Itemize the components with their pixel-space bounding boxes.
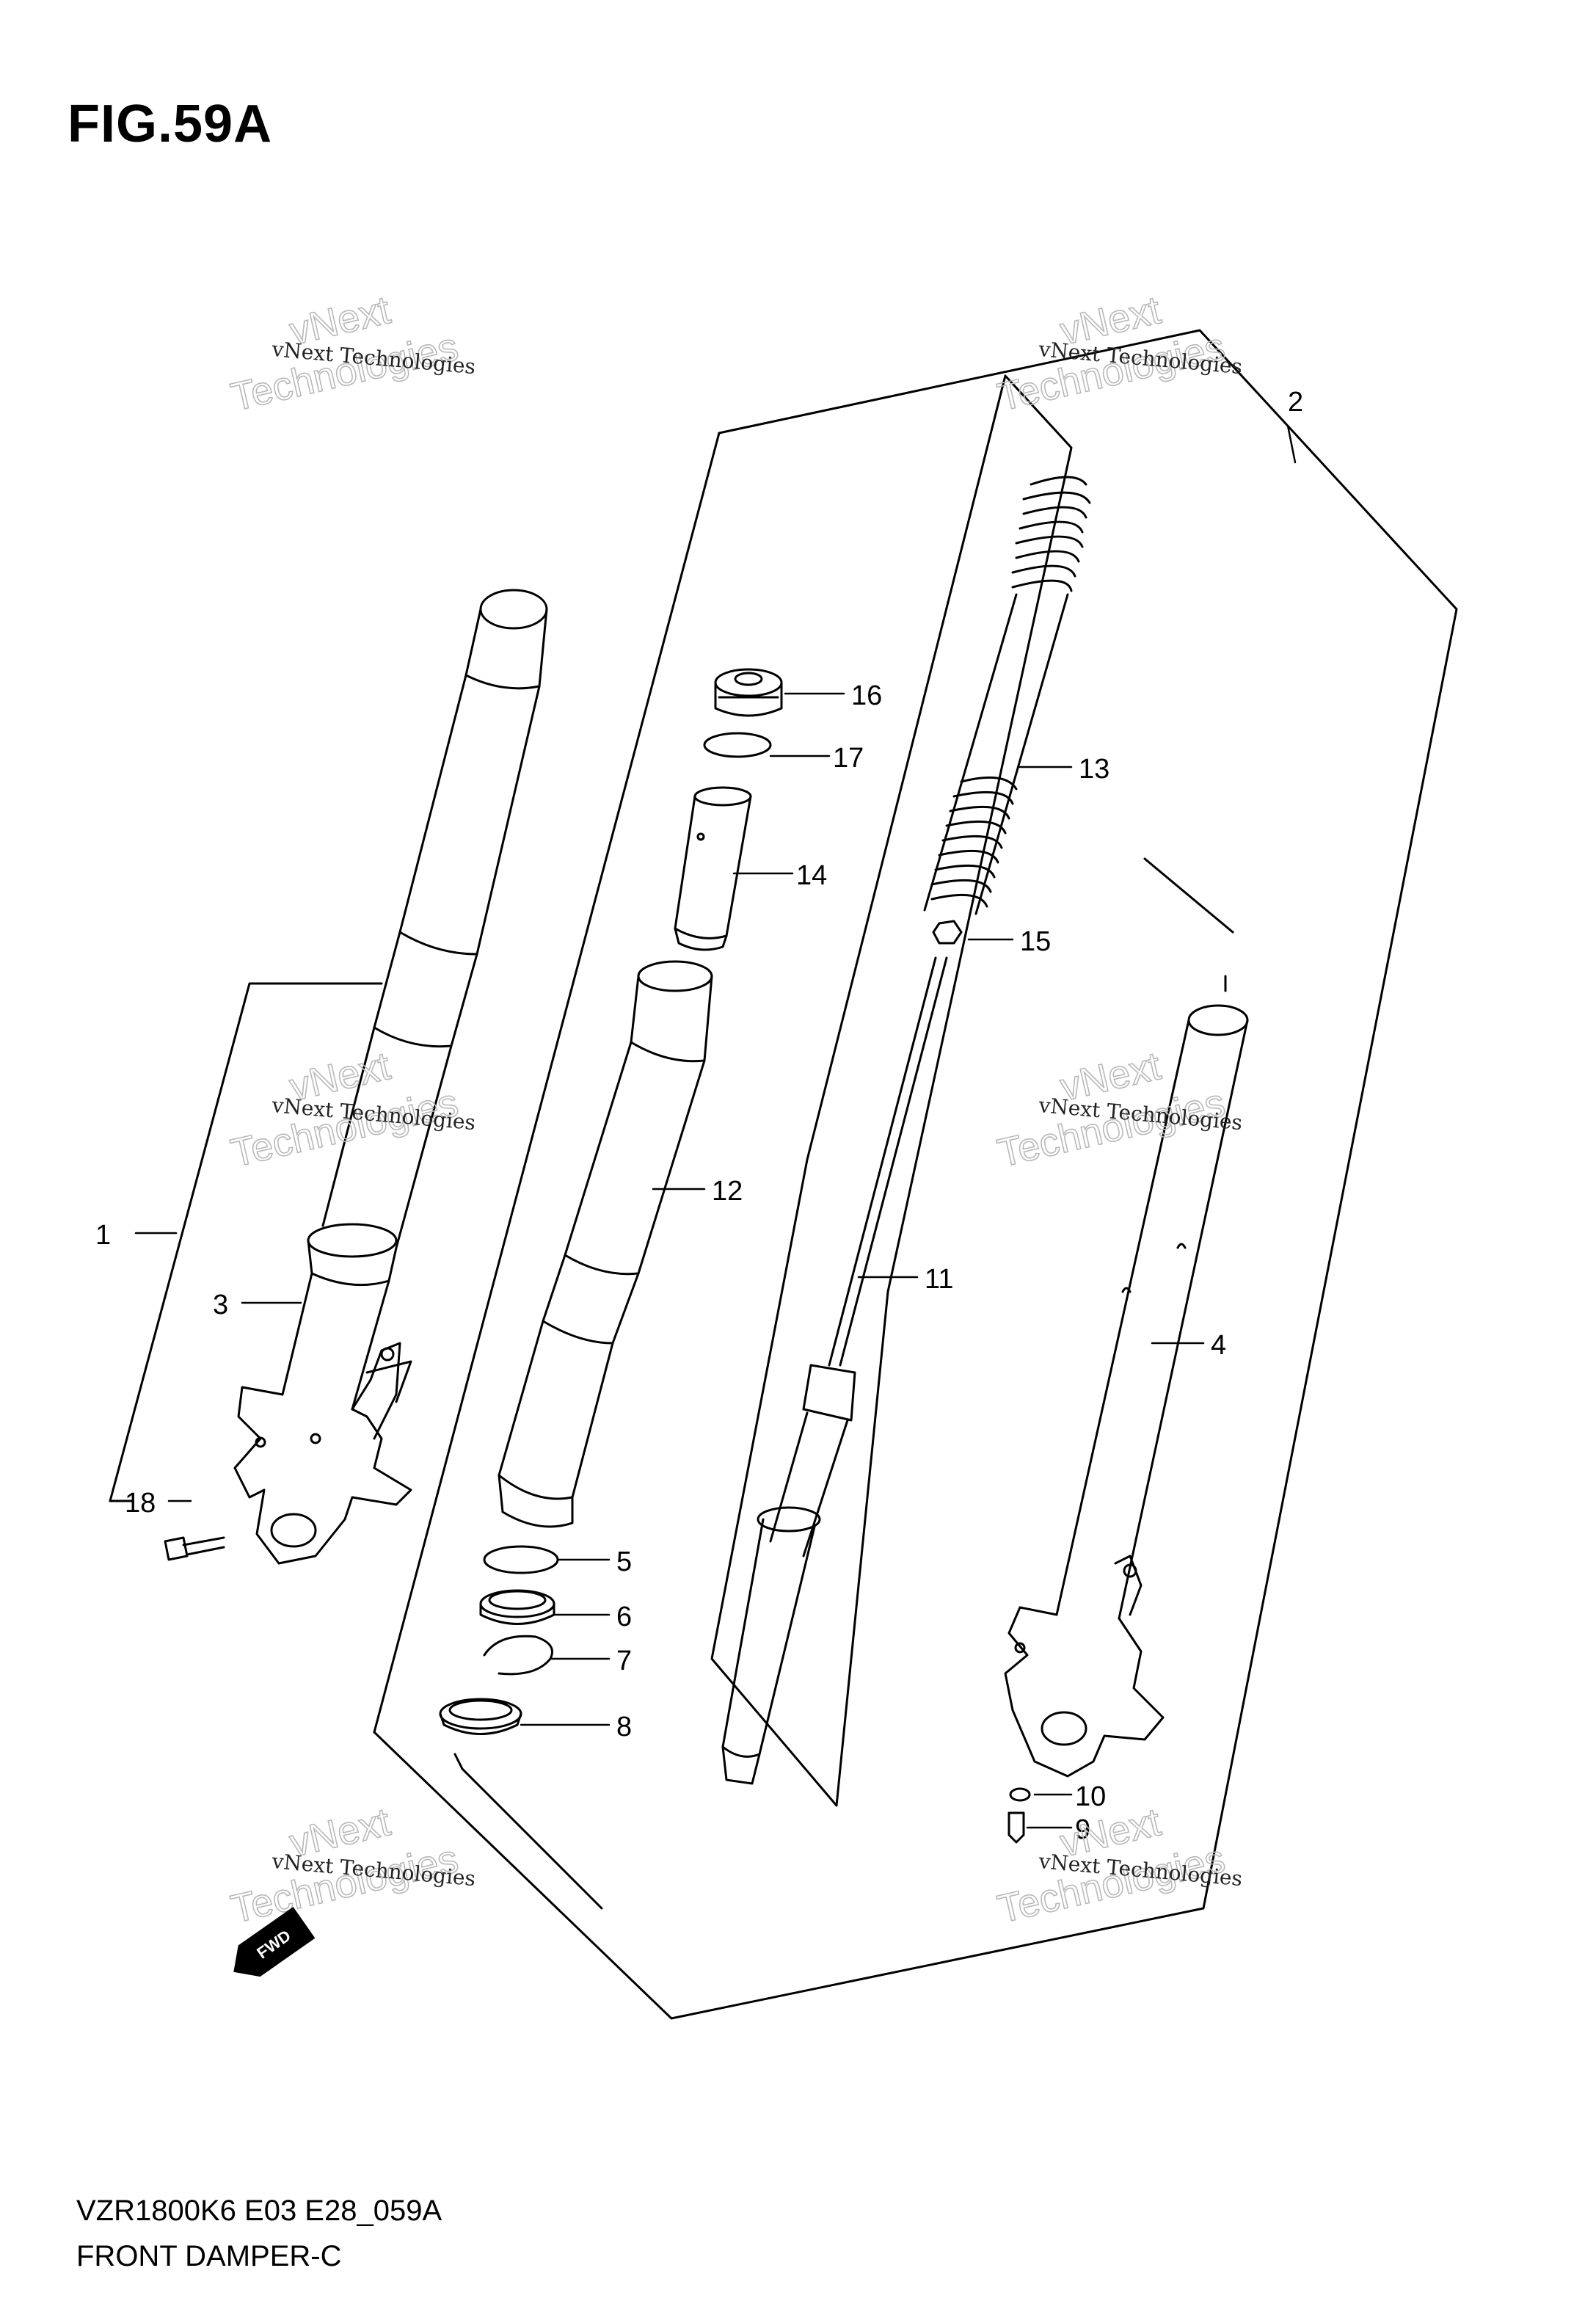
assembly-outline-4 <box>1143 857 1234 934</box>
o-ring-17 <box>703 732 772 758</box>
callout-3: 3 <box>213 1290 228 1320</box>
watermark-bottom-left: vNext Technologies vNext Technologies <box>226 1799 476 1932</box>
figure-title: FIG.59A <box>68 95 273 153</box>
leader-lines <box>134 424 1297 1829</box>
callout-18: 18 <box>125 1488 156 1519</box>
callout-12: 12 <box>712 1176 743 1207</box>
callout-14: 14 <box>796 860 827 891</box>
nut-15 <box>932 920 963 945</box>
callout-2: 2 <box>1288 387 1303 418</box>
bolt-18 <box>164 1536 225 1561</box>
watermark-top-left: vNext Technologies vNext Technologies <box>226 287 476 420</box>
callout-17: 17 <box>833 743 864 774</box>
right-fork-outer-tube <box>1055 1004 1249 1620</box>
bolt-9 <box>1007 1811 1025 1844</box>
watermark-mid-right: vNext Technologies vNext Technologies <box>993 1043 1243 1176</box>
callout-6: 6 <box>616 1602 632 1632</box>
forward-arrow-icon: FWD <box>233 1907 316 1977</box>
inner-outline <box>710 374 1073 1807</box>
oil-seal-6 <box>479 1589 555 1625</box>
assembly-outline-2 <box>373 329 1458 2020</box>
watermark-top-right: vNext Technologies vNext Technologies <box>993 287 1243 420</box>
watermark-mid-left: vNext Technologies vNext Technologies <box>226 1043 476 1176</box>
clip-7 <box>483 1635 553 1676</box>
diagram-name: FRONT DAMPER-C <box>76 2240 342 2272</box>
callout-13: 13 <box>1079 754 1109 785</box>
callout-11: 11 <box>925 1264 953 1295</box>
dust-seal-8 <box>439 1698 522 1735</box>
cap-bolt-16 <box>714 668 783 717</box>
callout-9: 9 <box>1075 1814 1090 1845</box>
callout-15: 15 <box>1020 926 1051 957</box>
callout-8: 8 <box>616 1712 632 1742</box>
spacer-14 <box>674 786 752 951</box>
callout-16: 16 <box>851 680 882 711</box>
watermark-bottom-right: vNext Technologies vNext Technologies <box>993 1799 1243 1932</box>
inner-tube-12 <box>498 960 713 1528</box>
spring-13 <box>923 476 1091 915</box>
assembly-outline-1 <box>109 982 383 1502</box>
damper-rod-11 <box>721 956 948 1785</box>
right-fork-axle-bracket <box>1004 1555 1165 1778</box>
left-fork-outer-tube <box>281 589 548 1411</box>
callout-4: 4 <box>1211 1330 1226 1361</box>
callout-5: 5 <box>616 1546 632 1577</box>
callout-1: 1 <box>95 1220 111 1251</box>
callout-labels: 1 2 3 4 5 6 7 8 9 10 11 12 13 14 15 16 1… <box>95 387 1303 1845</box>
callout-7: 7 <box>616 1646 632 1676</box>
model-code: VZR1800K6 E03 E28_059A <box>76 2195 442 2227</box>
washer-10 <box>1009 1787 1031 1802</box>
seal-5 <box>483 1545 559 1574</box>
left-fork-axle-bracket <box>233 1342 412 1565</box>
callout-10: 10 <box>1075 1781 1106 1812</box>
assembly-outline-2-left <box>373 432 721 1734</box>
